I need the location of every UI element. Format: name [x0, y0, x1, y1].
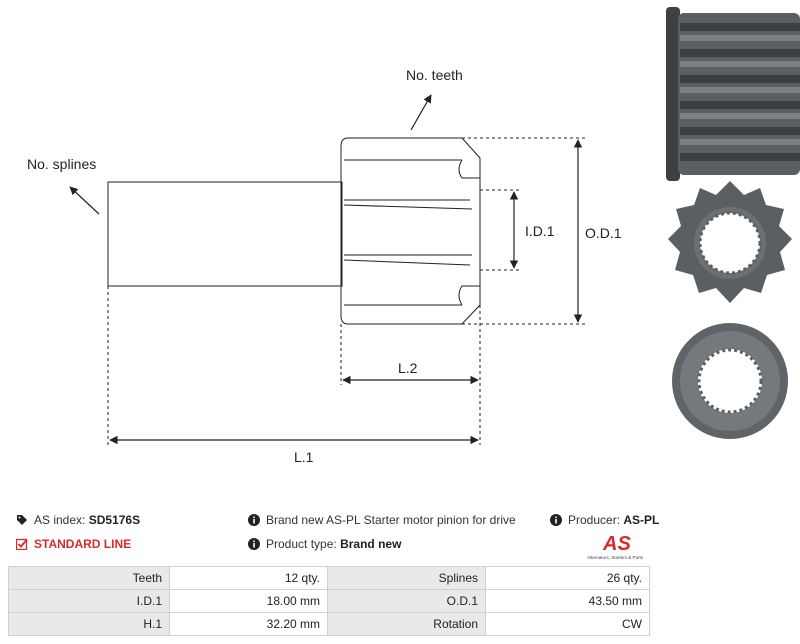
splines-pointer — [69, 186, 100, 215]
spec-value: 32.20 mm — [169, 612, 328, 636]
spec-value: 18.00 mm — [169, 589, 328, 613]
table-row: I.D.1 18.00 mm O.D.1 43.50 mm — [8, 589, 650, 613]
spec-label: I.D.1 — [8, 589, 170, 613]
spec-label: Splines — [327, 566, 486, 590]
standard-line-badge: STANDARD LINE — [16, 537, 131, 551]
standard-line-text: STANDARD LINE — [34, 537, 132, 551]
as-index-info: AS index: SD5176S — [16, 513, 140, 527]
spec-value: CW — [485, 612, 650, 636]
teeth-label: No. teeth — [406, 67, 463, 83]
product-photo-front — [668, 181, 792, 303]
od1-label: O.D.1 — [585, 225, 622, 241]
dimension-extensions — [107, 137, 585, 445]
checkbox-icon — [16, 538, 28, 550]
as-index-label: AS index: — [34, 513, 86, 527]
as-pl-logo: AS Alternators, Starters & Parts — [587, 533, 644, 560]
spec-label: Rotation — [327, 612, 486, 636]
info-icon — [550, 514, 562, 526]
table-row: Teeth 12 qty. Splines 26 qty. — [8, 566, 650, 590]
product-photo-back — [672, 323, 788, 439]
spec-value: 43.50 mm — [485, 589, 650, 613]
info-icon — [248, 538, 260, 550]
gear-teeth-lines — [343, 159, 480, 306]
product-description: Brand new AS-PL Starter motor pinion for… — [266, 513, 516, 527]
l2-label: L.2 — [398, 360, 418, 376]
id1-label: I.D.1 — [525, 223, 555, 239]
description-info: Brand new AS-PL Starter motor pinion for… — [248, 513, 516, 527]
spec-label: O.D.1 — [327, 589, 486, 613]
product-type-value: Brand new — [340, 537, 402, 551]
spec-value: 12 qty. — [169, 566, 328, 590]
logo-text: AS — [602, 533, 631, 555]
producer-value: AS-PL — [623, 513, 660, 527]
producer-label: Producer: — [568, 513, 621, 527]
product-type-label: Product type: — [266, 537, 337, 551]
product-photo-side — [666, 7, 800, 181]
shaft-outline — [107, 181, 343, 287]
spec-label: Teeth — [8, 566, 170, 590]
spec-value: 26 qty. — [485, 566, 650, 590]
spec-label: H.1 — [8, 612, 170, 636]
splines-label: No. splines — [27, 156, 96, 172]
teeth-pointer — [410, 94, 432, 131]
technical-drawing: No. teeth No. splines I.D.1 O.D.1 L.2 L.… — [27, 67, 622, 465]
as-index-value: SD5176S — [88, 513, 141, 527]
info-icon — [248, 514, 260, 526]
specs-table: Teeth 12 qty. Splines 26 qty. I.D.1 18.0… — [8, 566, 650, 636]
producer-info: Producer: AS-PL — [550, 513, 659, 527]
l1-label: L.1 — [294, 449, 314, 465]
product-type-info: Product type: Brand new — [248, 537, 401, 551]
gear-outline — [340, 137, 481, 325]
logo-subtext: Alternators, Starters & Parts — [587, 555, 644, 560]
table-row: H.1 32.20 mm Rotation CW — [8, 612, 650, 636]
tags-icon — [17, 515, 27, 525]
